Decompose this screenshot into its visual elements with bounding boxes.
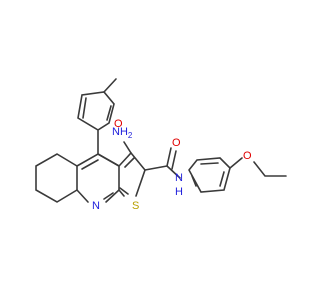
thiophene-ring (97, 151, 146, 197)
atom-n-amide: N (175, 172, 183, 184)
atom-s-ring: S (132, 200, 139, 212)
amide-n-bond (166, 165, 181, 179)
bond-lines (35, 78, 287, 203)
pyridine-ring (76, 153, 120, 203)
atom-h-amide: H (175, 186, 183, 198)
phenyl-double-bonds (191, 162, 225, 187)
thiophene-double-bond (124, 157, 135, 168)
atom-nh2: NH2 (112, 126, 133, 140)
atom-o-ether: O (243, 150, 252, 162)
amino-bond (123, 141, 132, 154)
atom-o-carbonyl: O (172, 137, 181, 149)
cyclohexane-ring (35, 153, 78, 203)
furan-ring (77, 91, 115, 155)
molecule-structure: O NH2 O N S N H O (35, 78, 287, 212)
atom-n-ring: N (92, 200, 100, 212)
atom-nh2-subscript: 2 (128, 131, 133, 140)
atom-nh2-main: NH (112, 126, 128, 138)
ethoxy-bonds (229, 157, 287, 177)
pyridine-double-bond (81, 159, 114, 200)
methyl-bond (103, 78, 117, 93)
amide-carbonyl-bond (144, 147, 177, 171)
atom-o-furan: O (114, 118, 123, 130)
furan-double-bonds (82, 97, 112, 121)
